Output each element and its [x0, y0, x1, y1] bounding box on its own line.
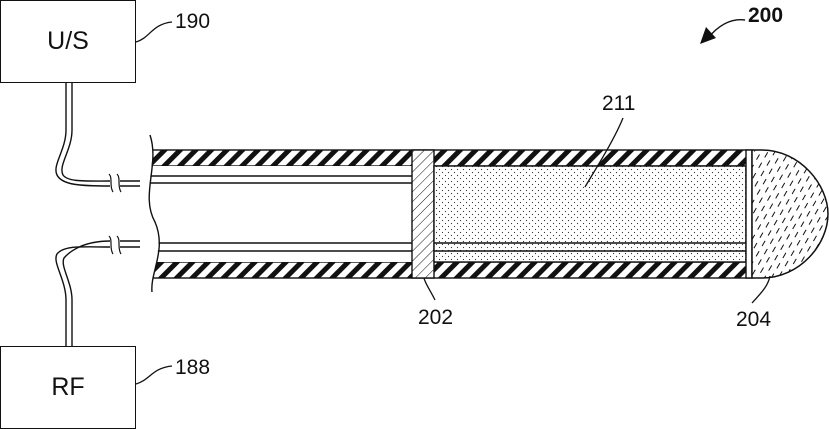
- ref-211: 211: [602, 92, 635, 116]
- rf-box-label: RF: [51, 373, 84, 402]
- separator-element: [412, 150, 434, 278]
- figure-arrow: [700, 20, 745, 44]
- cables: [56, 83, 140, 346]
- tip-element: [752, 150, 828, 278]
- rf-box: RF: [0, 346, 136, 429]
- ref-202: 202: [418, 306, 453, 330]
- ref-190: 190: [175, 10, 210, 34]
- us-box: U/S: [0, 0, 136, 83]
- leader-202: [424, 278, 435, 300]
- cable-break-marks: [109, 174, 121, 254]
- catheter-top-wall: [140, 150, 750, 166]
- us-box-label: U/S: [47, 27, 89, 56]
- leader-188: [136, 366, 172, 384]
- catheter-bottom-wall: [140, 262, 750, 278]
- ref-188: 188: [175, 356, 210, 380]
- bulk-region: [434, 166, 746, 262]
- leader-204: [752, 276, 770, 303]
- ref-204: 204: [736, 308, 771, 332]
- leader-190: [136, 22, 172, 42]
- catheter-body: [140, 135, 828, 292]
- end-plate: [746, 150, 752, 278]
- figure-number: 200: [748, 4, 783, 28]
